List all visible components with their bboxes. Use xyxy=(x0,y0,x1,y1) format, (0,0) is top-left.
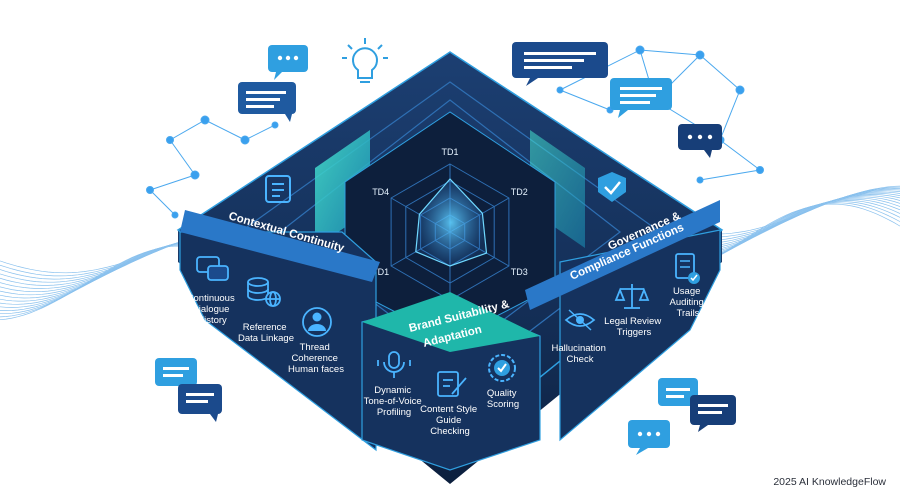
chat-bubble-icon xyxy=(610,78,672,118)
chat-bubble-icon xyxy=(512,42,608,86)
radar-axis-label: TD4 xyxy=(372,187,389,197)
network-left xyxy=(146,115,279,219)
document-pen-icon xyxy=(437,371,467,397)
shield-check-icon xyxy=(598,172,626,202)
chat-bubble-icon xyxy=(678,124,722,158)
chat-bubble-icon xyxy=(268,45,308,80)
left-panel-items: Continuous Dialogue History Reference Da… xyxy=(187,293,345,375)
chat-bubbles-decor xyxy=(155,42,736,455)
radar-axis-label: TD3 xyxy=(511,267,528,277)
right-panel-items: Hallucination Check Legal Review Trigger… xyxy=(551,286,707,365)
eye-icon xyxy=(564,309,596,331)
document-icon xyxy=(265,175,291,203)
checklist-icon xyxy=(675,253,700,284)
item-label: Hallucination Check xyxy=(551,343,608,365)
user-profile-icon xyxy=(302,307,332,337)
item-label: Usage Auditing Trails xyxy=(670,286,707,319)
chat-bubbles-icon xyxy=(196,256,229,281)
item-label: Content Style Guide Checking xyxy=(420,404,480,437)
item-label: Reference Data Linkage xyxy=(238,322,294,344)
center-panel-items: Dynamic Tone-of-Voice Profiling Content … xyxy=(364,385,519,437)
lightbulb-icon xyxy=(342,38,388,83)
chat-bubble-icon xyxy=(155,358,197,386)
item-label: Thread Coherence Human faces xyxy=(288,342,344,375)
microphone-icon xyxy=(377,351,411,378)
chat-bubble-icon xyxy=(658,378,698,406)
radar-axis-label: TD1 xyxy=(441,147,458,157)
copyright-footer: 2025 AI KnowledgeFlow xyxy=(773,476,886,488)
scales-icon xyxy=(614,284,650,309)
center-panel: Brand Suitability & Adaptation xyxy=(361,292,541,471)
radar-axis-label: TD1 xyxy=(372,267,389,277)
chat-bubble-icon xyxy=(628,420,670,455)
quality-badge-icon xyxy=(488,354,516,382)
chat-bubble-icon xyxy=(178,384,222,422)
item-label: Dynamic Tone-of-Voice Profiling xyxy=(364,385,425,418)
chat-bubble-icon xyxy=(238,82,296,122)
radar-shape xyxy=(415,178,488,267)
item-label: Legal Review Triggers xyxy=(604,316,664,338)
database-globe-icon xyxy=(247,277,281,307)
radar-axis-label: TD2 xyxy=(511,187,528,197)
chat-bubble-icon xyxy=(690,395,736,432)
item-label: Continuous Dialogue History xyxy=(187,293,238,326)
item-label: Quality Scoring xyxy=(487,388,519,410)
